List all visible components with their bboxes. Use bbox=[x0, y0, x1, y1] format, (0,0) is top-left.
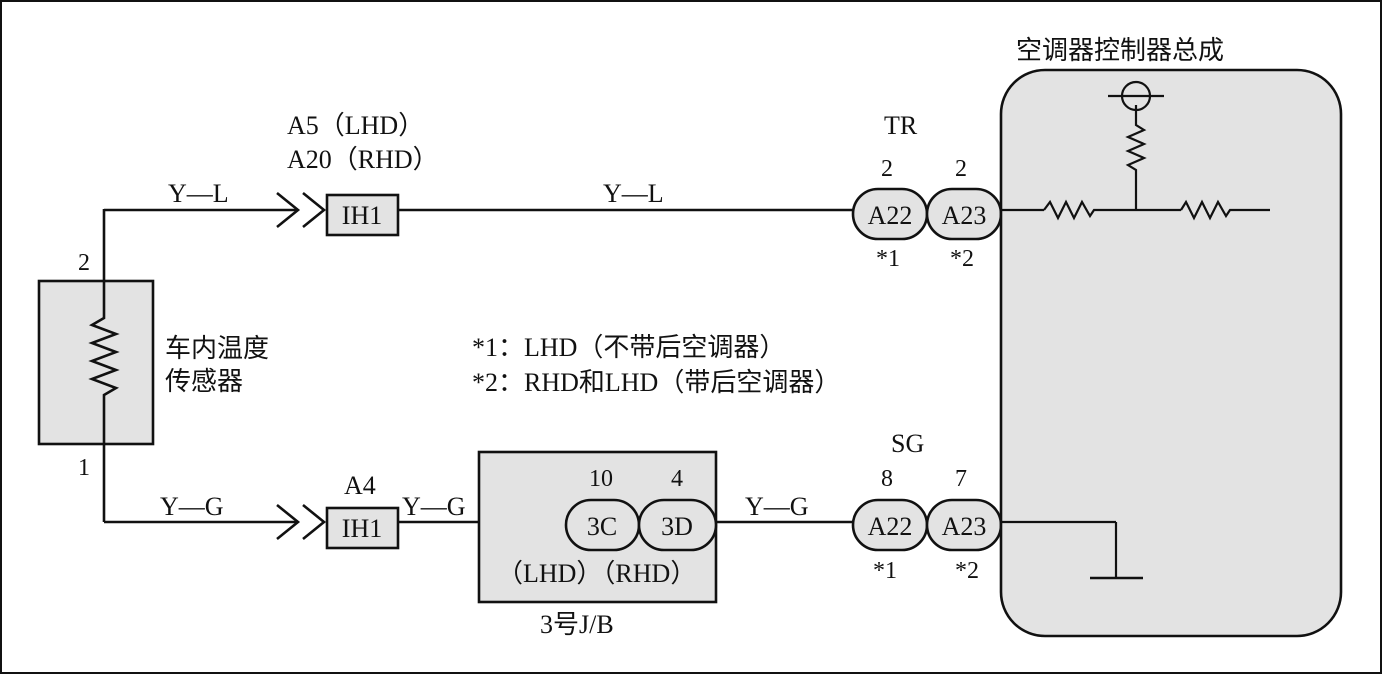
bottom-note-a22: *1 bbox=[873, 558, 897, 584]
sensor-pin-bottom: 1 bbox=[78, 455, 90, 481]
top-note-a22: *1 bbox=[876, 246, 900, 272]
internal-resistor-vertical-icon bbox=[1125, 105, 1147, 210]
note-2: *2：RHD和LHD（带后空调器） bbox=[472, 368, 840, 397]
top-connector-chevron-icon bbox=[276, 191, 327, 229]
top-wire-right-color: Y—L bbox=[603, 179, 664, 208]
top-conn-a23-label: A23 bbox=[942, 201, 987, 230]
top-signal-label: TR bbox=[884, 111, 918, 140]
bottom-connector-chevron-icon bbox=[276, 503, 327, 541]
bottom-connector-label: A4 bbox=[344, 471, 376, 500]
top-ih1-box bbox=[325, 193, 400, 237]
bottom-pin-a23: 7 bbox=[955, 466, 967, 492]
bottom-ih1-label: IH1 bbox=[342, 514, 382, 543]
top-pin-a22: 2 bbox=[881, 156, 893, 182]
bottom-signal-label: SG bbox=[891, 429, 924, 458]
bottom-note-a23: *2 bbox=[955, 558, 979, 584]
jb-pin-3d: 4 bbox=[671, 466, 683, 492]
sensor-label-line2: 传感器 bbox=[165, 367, 243, 396]
bottom-ih1-box bbox=[325, 506, 400, 550]
bottom-wire-left-color: Y—G bbox=[160, 492, 224, 521]
top-pin-a23: 2 bbox=[955, 156, 967, 182]
top-conn-a22-label: A22 bbox=[868, 201, 913, 230]
bottom-conn-a23-label: A23 bbox=[942, 512, 987, 541]
bottom-pin-a22: 8 bbox=[881, 466, 893, 492]
bottom-conn-a22-label: A22 bbox=[868, 512, 913, 541]
top-note-a23: *2 bbox=[950, 246, 974, 272]
controller-box bbox=[999, 68, 1343, 638]
jb-conn-3c-label: 3C bbox=[587, 512, 617, 541]
top-connector-label-1: A5（LHD） bbox=[287, 111, 424, 140]
sensor-pin-top: 2 bbox=[78, 250, 90, 276]
bottom-wire-mid-color: Y—G bbox=[402, 492, 466, 521]
bottom-wire-right-color: Y—G bbox=[745, 492, 809, 521]
jb-conn-3d-label: 3D bbox=[661, 512, 693, 541]
jb-connector-3d bbox=[637, 498, 718, 552]
sensor-resistor-icon bbox=[88, 209, 120, 522]
internal-resistor-right-icon bbox=[1180, 199, 1270, 221]
controller-title: 空调器控制器总成 bbox=[1016, 36, 1224, 65]
internal-resistor-left-icon bbox=[1043, 199, 1181, 221]
top-wire-left-color: Y—L bbox=[168, 179, 229, 208]
jb-pin-3c: 10 bbox=[589, 466, 613, 492]
note-1: *1：LHD（不带后空调器） bbox=[472, 333, 785, 362]
jb-variant-label: （LHD）（RHD） bbox=[497, 559, 696, 588]
sensor-label-line1: 车内温度 bbox=[165, 334, 269, 363]
top-ih1-label: IH1 bbox=[342, 201, 382, 230]
jb-name: 3号J/B bbox=[540, 610, 614, 639]
top-connector-label-2: A20（RHD） bbox=[287, 145, 439, 174]
